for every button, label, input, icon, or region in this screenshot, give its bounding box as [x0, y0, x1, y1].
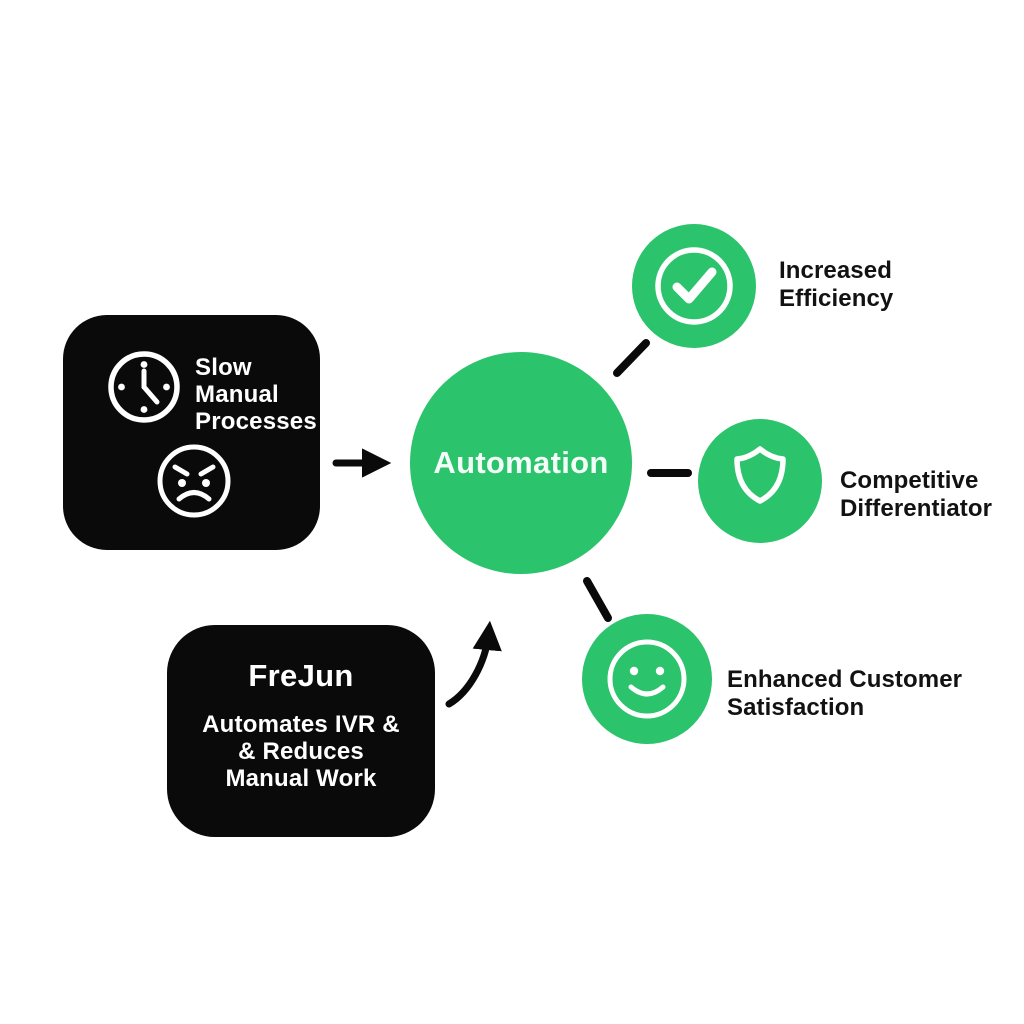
solution-title: FreJun	[248, 658, 354, 693]
check-circle-icon	[655, 247, 733, 325]
automation-label: Automation	[433, 445, 609, 480]
benefit-label-line: Efficiency	[779, 285, 894, 312]
benefit-label-satisfaction: Enhanced Customer Satisfaction	[727, 666, 962, 722]
problem-line-3: Processes	[195, 408, 317, 435]
benefit-node-efficiency	[632, 224, 756, 348]
solution-line-1: Automates IVR &	[202, 711, 400, 738]
benefit-label-differentiator: Competitive Differentiator	[840, 467, 992, 523]
curved-arrow-up-icon	[445, 620, 502, 708]
solution-line-3: Manual Work	[225, 765, 377, 792]
benefit-node-satisfaction	[582, 614, 712, 744]
benefit-label-efficiency: Increased Efficiency	[779, 257, 893, 313]
solution-line-2: & Reduces	[238, 738, 364, 765]
connector-segment-bottom	[583, 577, 612, 622]
benefit-label-line: Competitive	[840, 467, 979, 494]
angry-face-icon	[157, 444, 231, 518]
benefit-label-line: Increased	[779, 257, 892, 284]
problem-line-2: Manual	[195, 381, 279, 408]
solution-box: FreJun Automates IVR & & Reduces Manual …	[167, 625, 435, 837]
clock-icon	[108, 351, 180, 423]
benefit-label-line: Satisfaction	[727, 694, 865, 721]
benefit-label-line: Differentiator	[840, 495, 993, 522]
shield-icon	[734, 446, 786, 504]
smiley-face-icon	[607, 639, 687, 719]
problem-label: Slow Manual Processes	[195, 354, 317, 435]
benefit-node-differentiator	[698, 419, 822, 543]
solution-description: Automates IVR & & Reduces Manual Work	[167, 711, 435, 792]
problem-box: Slow Manual Processes	[63, 315, 320, 550]
problem-line-1: Slow	[195, 354, 252, 381]
benefit-label-line: Enhanced Customer	[727, 666, 963, 693]
automation-node: Automation	[410, 352, 632, 574]
